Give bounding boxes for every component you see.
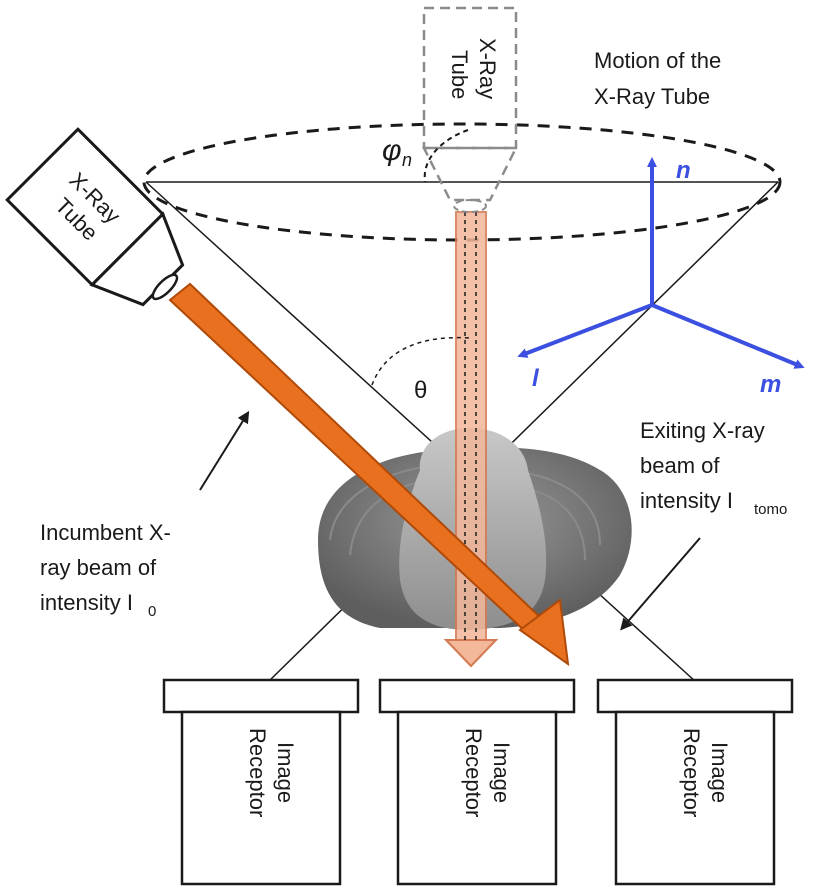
exiting-label-line2: beam of	[640, 453, 720, 478]
receptor-right-label-1: Image	[707, 742, 732, 803]
projection-line-left-to-right	[145, 181, 697, 683]
exiting-label-line1: Exiting X-ray	[640, 418, 765, 443]
tube-top-label-2: Tube	[447, 50, 472, 99]
motion-label-line1: Motion of the	[594, 48, 721, 73]
image-receptor-center: Image Receptor	[378, 678, 576, 886]
motion-label-line2: X-Ray Tube	[594, 84, 710, 109]
exiting-subscript: tomo	[754, 501, 787, 518]
xray-tube-tilted: X-Ray Tube	[5, 127, 185, 307]
image-receptor-right: Image Receptor	[596, 678, 794, 886]
axis-m-label: m	[760, 371, 781, 398]
receptor-right-label-2: Receptor	[679, 728, 704, 817]
exiting-label-line3: intensity I	[640, 488, 733, 513]
exiting-pointer-arrow	[620, 537, 701, 631]
image-receptor-left: Image Receptor	[162, 678, 360, 886]
receptor-left-label-2: Receptor	[245, 728, 270, 817]
phi-symbol: φ	[382, 134, 402, 167]
receptor-left-label-1: Image	[273, 742, 298, 803]
incumbent-label-line1: Incumbent X-	[40, 520, 171, 545]
incumbent-label-line2: ray beam of	[40, 555, 157, 580]
incumbent-label-line3: intensity I	[40, 590, 133, 615]
phi-angle-arc	[423, 129, 469, 183]
axis-n-label: n	[676, 157, 691, 184]
incumbent-subscript: 0	[148, 603, 156, 620]
tube-orbit-ellipse	[142, 122, 782, 242]
incumbent-pointer-arrow	[199, 410, 250, 491]
coordinate-axes: n l m	[517, 157, 805, 398]
axis-l-label: l	[532, 365, 540, 392]
receptor-center-label-1: Image	[489, 742, 514, 803]
incident-beam-main	[168, 282, 570, 667]
xray-tube-top-outline: X-Ray Tube	[421, 6, 519, 213]
theta-label: θ	[414, 377, 427, 404]
phi-subscript: n	[402, 150, 412, 170]
receptor-center-label-2: Receptor	[461, 728, 486, 817]
tube-top-label-1: X-Ray	[475, 38, 500, 99]
